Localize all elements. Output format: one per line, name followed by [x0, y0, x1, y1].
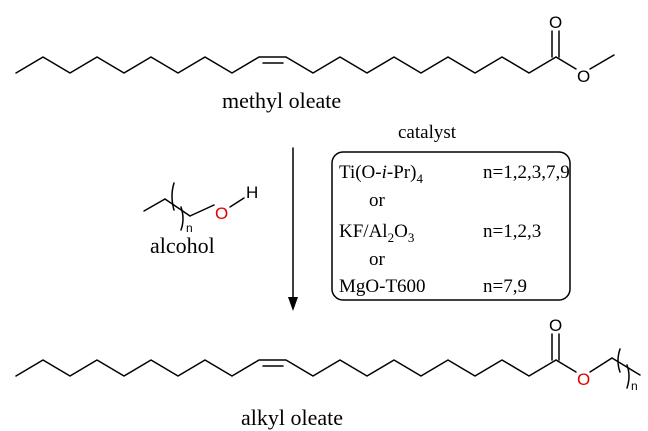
catalyst-kf-n-values: n=1,2,3 — [483, 221, 541, 242]
methyl-oleate-carbonyl-oxygen: O — [549, 13, 562, 32]
catalyst-or-2: or — [369, 249, 386, 270]
alcohol-label: alcohol — [150, 233, 215, 258]
methyl-oleate-ester-bond — [555, 56, 577, 70]
alkyl-oleate-n-subscript: n — [631, 379, 638, 393]
catalyst-box-border — [331, 151, 571, 301]
catalyst-mgo-name: MgO-T600 — [339, 276, 426, 297]
alcohol-oxygen: O — [215, 204, 228, 223]
catalyst-ti-name: Ti(O-i-Pr)4 — [339, 162, 423, 186]
alkyl-oleate-repeat-bracket-right — [626, 364, 630, 389]
catalyst-box: catalyst Ti(O-i-Pr)4 n=1,2,3,7,9 or KF/A… — [331, 122, 571, 301]
reaction-arrow-head — [288, 297, 298, 311]
methyl-oleate-label: methyl oleate — [222, 88, 341, 113]
alkyl-oleate-ester-bond — [555, 359, 577, 373]
alkyl-oleate-structure: O O n alkyl oleate — [15, 316, 641, 430]
alkyl-oleate-carbonyl-oxygen: O — [549, 316, 562, 335]
alcohol-repeat-bracket-right — [180, 206, 184, 231]
methyl-oleate-structure: O O methyl oleate — [15, 13, 615, 113]
catalyst-or-1: or — [369, 190, 386, 211]
catalyst-ti-n-values: n=1,2,3,7,9 — [483, 162, 570, 183]
alkyl-oleate-chain — [15, 359, 557, 377]
alkyl-oleate-ester-oxygen: O — [577, 370, 590, 389]
alkyl-oleate-repeat-bracket — [617, 348, 621, 373]
alcohol-structure: n O H alcohol — [143, 182, 258, 258]
alcohol-hydrogen: H — [246, 183, 258, 202]
methyl-oleate-methoxy-bond — [589, 54, 615, 70]
reaction-arrow — [288, 147, 298, 311]
catalyst-kf-name: KF/Al2O3 — [339, 221, 414, 245]
alcohol-n-subscript: n — [186, 221, 193, 235]
alcohol-bond-3 — [189, 204, 215, 217]
alcohol-bond-1 — [143, 198, 166, 212]
catalyst-mgo-n-values: n=7,9 — [483, 276, 527, 297]
alkyl-oleate-label: alkyl oleate — [241, 405, 343, 430]
methyl-oleate-chain — [15, 56, 557, 74]
catalyst-title: catalyst — [398, 122, 457, 143]
methyl-oleate-ester-oxygen: O — [577, 67, 590, 86]
alkyl-oleate-alkyl-bond-1 — [589, 357, 613, 373]
alcohol-oh-bond — [229, 197, 245, 208]
alkyl-oleate-alkyl-bond-2 — [611, 357, 641, 376]
alcohol-bond-2 — [164, 198, 191, 217]
alcohol-repeat-bracket — [171, 182, 175, 211]
